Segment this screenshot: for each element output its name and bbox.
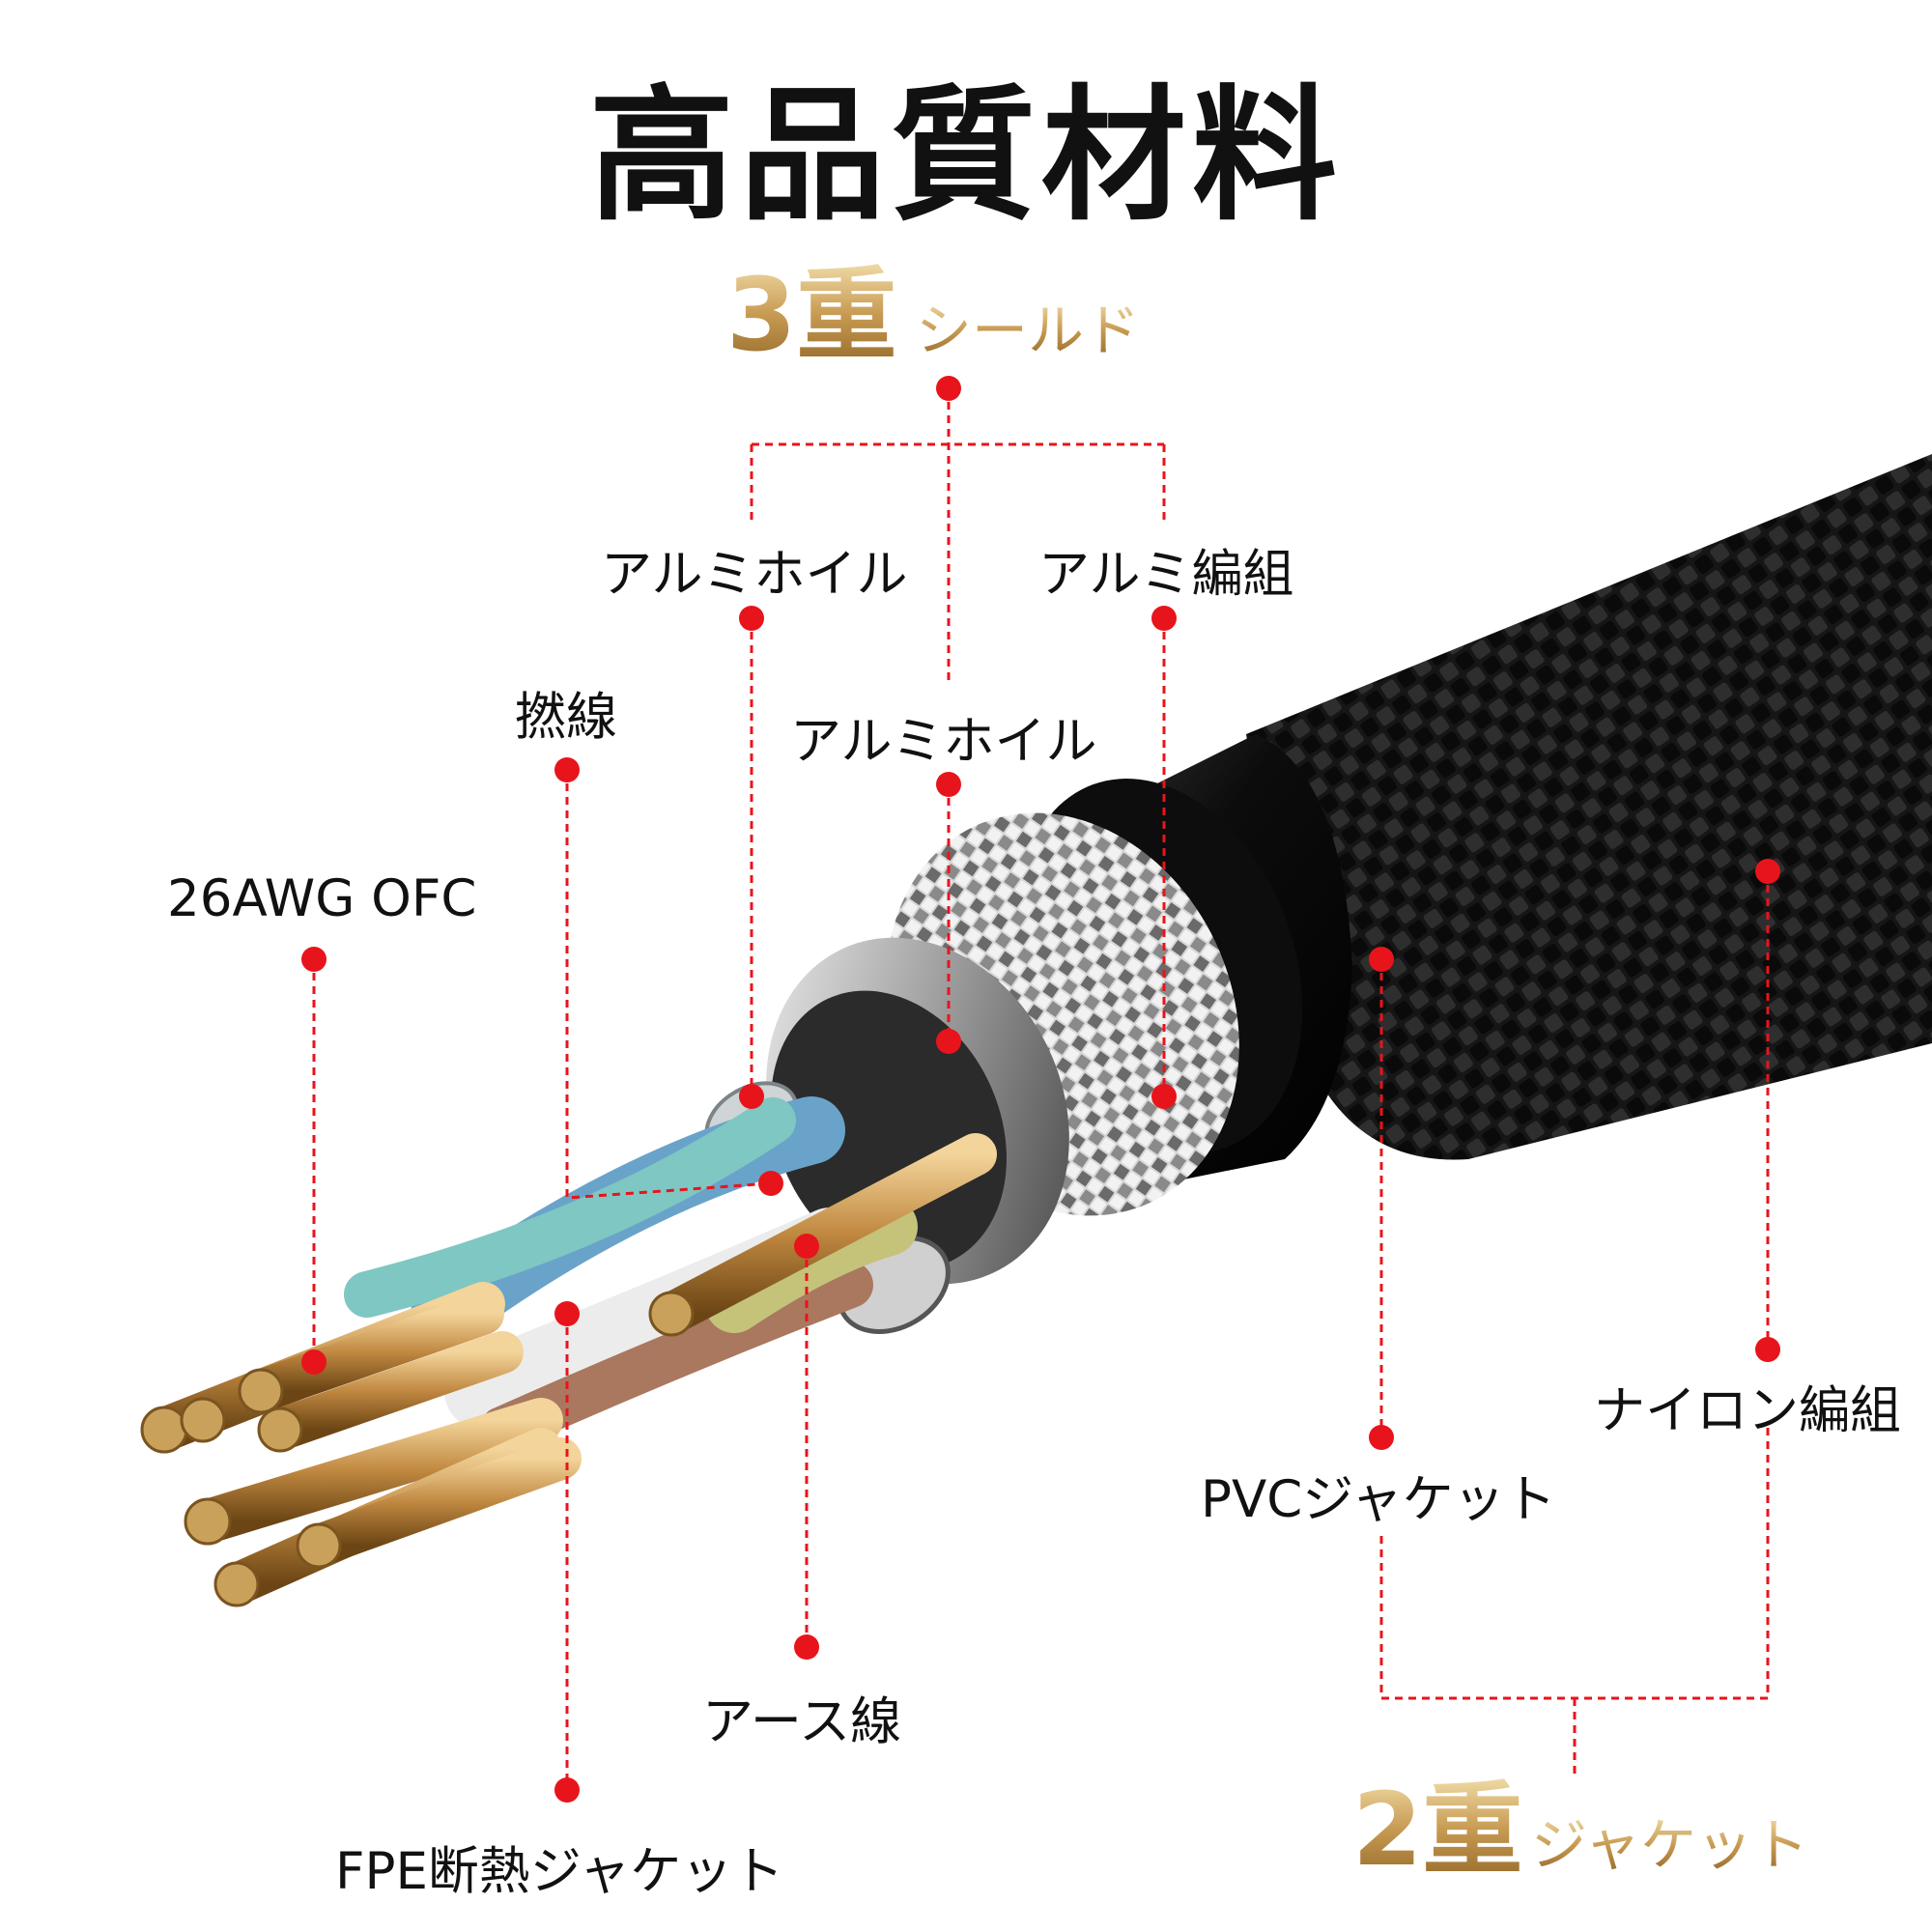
foil-inner-dot xyxy=(936,1029,961,1054)
jacket-group-label: ジャケット xyxy=(1531,1812,1808,1878)
nylon-braid-layer xyxy=(1246,454,1932,1160)
label-braid-alu: アルミ編組 xyxy=(1038,533,1293,607)
foil-outer-dot-top xyxy=(739,606,764,631)
nylon-dot-bottom xyxy=(1755,1337,1780,1362)
label-pvc: PVCジャケット xyxy=(1201,1459,1556,1532)
label-awg: 26AWG OFC xyxy=(167,869,476,928)
shield-group-heading: 3重 シールド xyxy=(726,256,1140,374)
fpe-dot-bottom xyxy=(554,1777,580,1803)
label-twist: 撚線 xyxy=(515,676,617,750)
braid-alu-dot xyxy=(1151,1084,1177,1109)
shield-group-number: 3重 xyxy=(726,256,896,374)
label-foil-inner: アルミホイル xyxy=(790,700,1096,774)
label-fpe: FPE断熱ジャケット xyxy=(335,1831,783,1904)
nylon-dot xyxy=(1755,859,1780,884)
pvc-dot xyxy=(1369,947,1394,972)
earth-dot-bottom xyxy=(794,1634,819,1660)
twist-dot-top xyxy=(554,757,580,782)
awg-dot-top xyxy=(301,947,327,972)
awg-dot xyxy=(301,1350,327,1375)
jacket-group-number: 2重 xyxy=(1352,1771,1522,1889)
label-nylon: ナイロン編組 xyxy=(1594,1370,1901,1443)
twist-dot xyxy=(758,1171,783,1196)
shield-group-label: シールド xyxy=(916,298,1140,363)
shield-dot xyxy=(936,376,961,401)
fpe-dot xyxy=(554,1301,580,1326)
foil-inner-dot-top xyxy=(936,772,961,797)
label-earth: アース線 xyxy=(702,1681,901,1754)
braid-alu-dot-top xyxy=(1151,606,1177,631)
pvc-dot-bottom xyxy=(1369,1425,1394,1450)
label-foil-outer: アルミホイル xyxy=(601,533,907,607)
jacket-group-heading: 2重 ジャケット xyxy=(1352,1771,1808,1889)
foil-outer-dot xyxy=(739,1084,764,1109)
earth-dot xyxy=(794,1234,819,1259)
